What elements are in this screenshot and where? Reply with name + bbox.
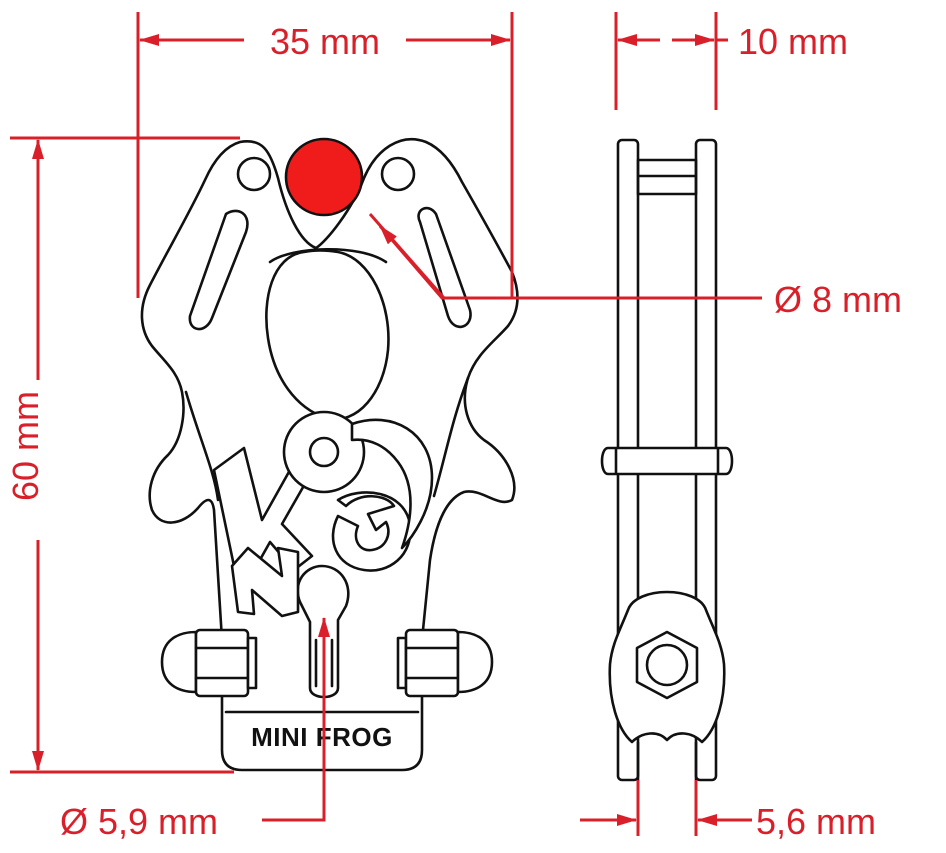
bottom-hole-dimension-label: Ø 5,9 mm xyxy=(60,801,218,842)
front-right-nut xyxy=(396,628,494,698)
bottom-hole-leader xyxy=(262,617,330,822)
side-view xyxy=(600,138,734,782)
front-small-keyhole xyxy=(314,638,334,688)
front-inner-contour xyxy=(184,376,470,502)
front-right-slot xyxy=(417,206,472,329)
height-dimension-label: 60 mm xyxy=(5,391,46,501)
gap-dimension-label: 5,6 mm xyxy=(756,801,876,842)
width-dimension-label: 35 mm xyxy=(270,21,380,62)
logo-letter-n xyxy=(230,546,300,618)
front-left-top-hole xyxy=(236,156,272,192)
thickness-dimension-label: 10 mm xyxy=(738,21,848,62)
product-name-label: MINI FROG xyxy=(251,722,393,752)
side-center-bolt xyxy=(600,446,734,476)
logo-letter-o-hole xyxy=(308,436,340,468)
kong-logo xyxy=(212,410,434,618)
highlight-top-hole xyxy=(284,137,364,217)
front-left-slot xyxy=(188,209,249,331)
front-inner-arch xyxy=(268,247,388,264)
logo-swirl xyxy=(350,418,434,550)
front-oval-window xyxy=(265,249,390,421)
dimension-lines xyxy=(10,12,762,836)
front-right-top-hole xyxy=(380,156,416,192)
front-left-nut xyxy=(160,628,258,698)
side-hex-bore xyxy=(645,643,689,687)
top-hole-dimension-label: Ø 8 mm xyxy=(774,279,902,320)
front-lower-bulb xyxy=(296,564,350,699)
